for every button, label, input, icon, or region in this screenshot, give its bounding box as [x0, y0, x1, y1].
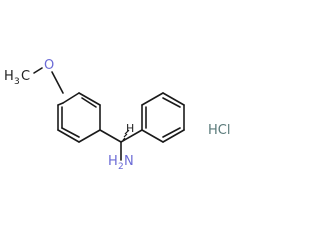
methyl-subscript: 3 — [14, 77, 20, 87]
bond — [33, 67, 43, 74]
bond — [51, 71, 64, 94]
salt-label: HCl — [208, 123, 230, 138]
hash-line — [123, 133, 128, 138]
hash-line — [122, 137, 126, 141]
stereo-wedge — [122, 129, 130, 141]
double-bond — [162, 127, 181, 138]
bond — [78, 129, 101, 143]
bond — [62, 92, 80, 104]
stereo-h-label: H — [126, 122, 134, 135]
amine-subscript: 2 — [118, 162, 124, 172]
double-bond — [61, 127, 80, 138]
bond — [141, 129, 164, 143]
bond — [141, 92, 164, 106]
molecule-drawing: O H 3 C H 2 N H HCl — [4, 58, 230, 172]
methyl-h-label: H — [4, 69, 14, 84]
double-bond — [162, 97, 181, 108]
amine-h-label: H — [108, 154, 118, 169]
bond — [99, 129, 122, 143]
structure-canvas: O H 3 C H 2 N H HCl — [4, 58, 231, 172]
amine-n-label: N — [124, 154, 134, 169]
bond — [57, 102, 64, 106]
hash-line — [124, 129, 130, 135]
bond — [120, 129, 143, 143]
bond — [57, 129, 80, 143]
methyl-c-label: C — [21, 69, 30, 84]
bond — [162, 129, 185, 143]
bond-lines — [33, 67, 185, 161]
bond — [162, 92, 185, 106]
oxygen-label: O — [44, 58, 54, 73]
bond — [78, 92, 101, 106]
double-bond — [81, 97, 97, 108]
